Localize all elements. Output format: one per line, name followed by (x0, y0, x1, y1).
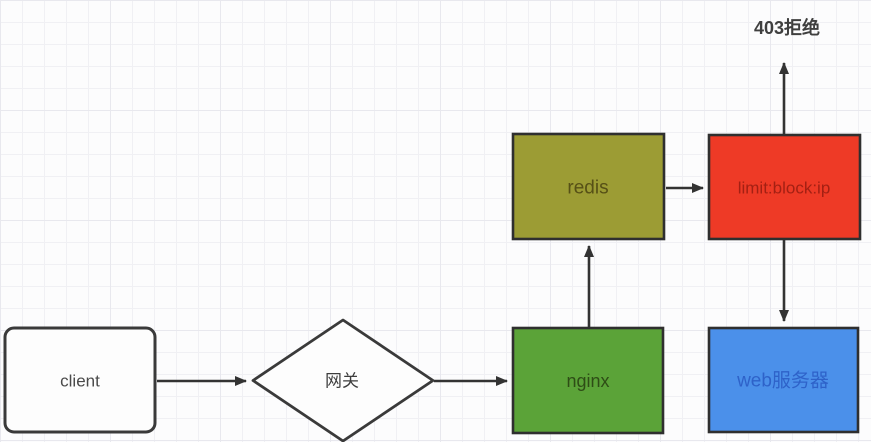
client-label: client (60, 372, 100, 391)
node-gateway: 网关 (251, 318, 435, 442)
edges-layer (157, 62, 789, 386)
limit-block-ip-label: limit:block:ip (738, 179, 831, 198)
node-client: client (3, 326, 157, 434)
nginx-shape (511, 326, 665, 435)
node-redis: redis (511, 132, 666, 241)
nginx-label: nginx (566, 371, 609, 391)
nodes-layer: client 网关 nginx redis limit:block:ip web (3, 17, 862, 442)
gateway-label: 网关 (325, 372, 359, 391)
gateway-shape (251, 318, 435, 442)
reject-403-label: 403拒绝 (754, 17, 820, 38)
redis-label: redis (567, 178, 608, 199)
web-server-shape (707, 326, 860, 434)
node-web-server: web服务器 (707, 326, 860, 434)
node-nginx: nginx (511, 326, 665, 435)
limit-block-ip-shape (707, 133, 862, 241)
redis-shape (511, 132, 666, 241)
web-server-label: web服务器 (736, 370, 829, 392)
node-limit-block-ip: limit:block:ip (707, 133, 862, 241)
client-shape (3, 326, 157, 434)
